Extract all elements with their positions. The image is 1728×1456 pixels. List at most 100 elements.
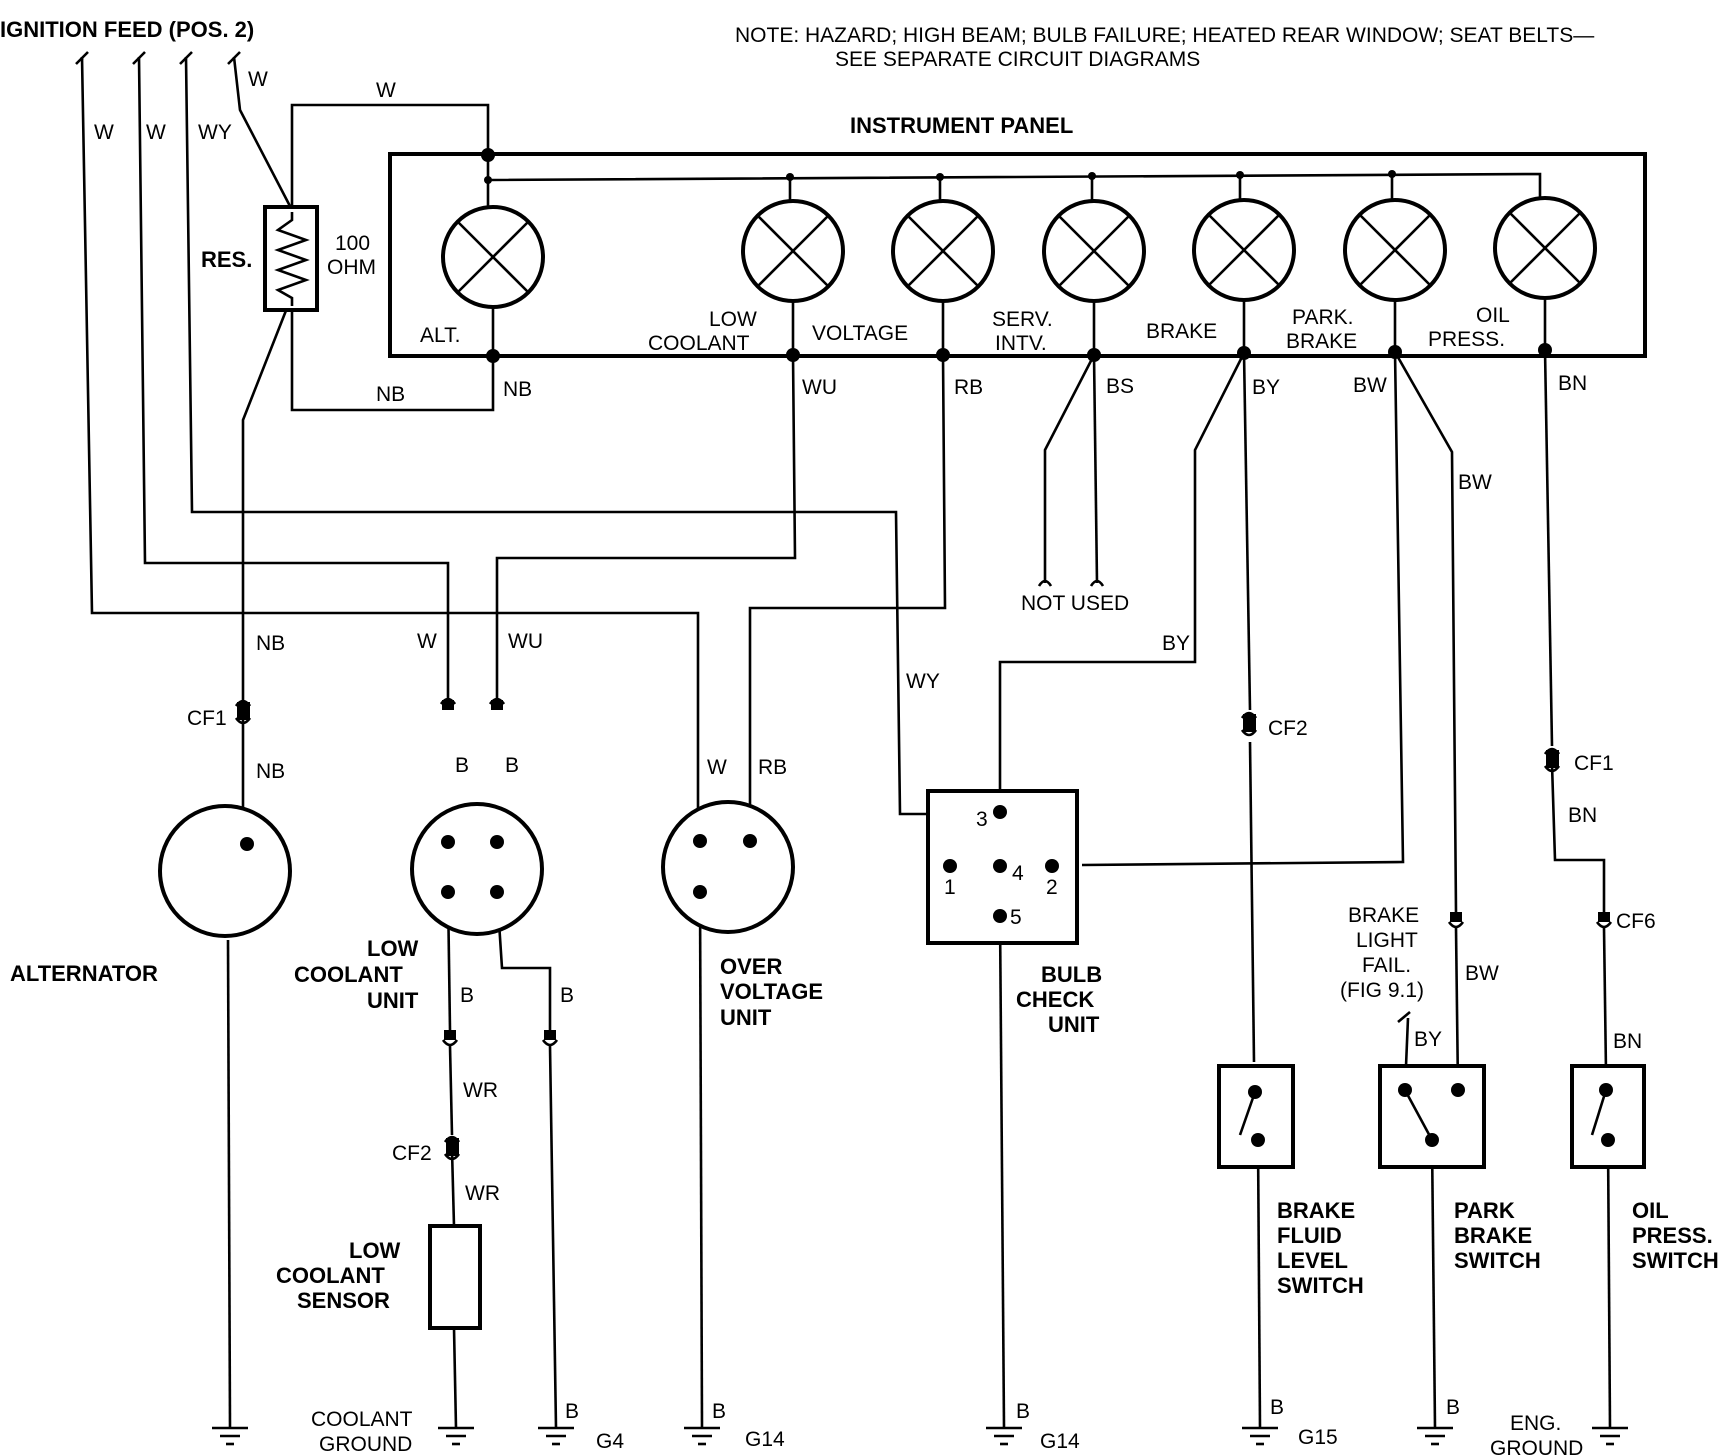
lamp-park-brake bbox=[1343, 198, 1447, 302]
wire-label-lcu-out-b: B bbox=[460, 984, 474, 1007]
lamp-label-serv-2: INTV. bbox=[995, 332, 1047, 355]
low-coolant-sensor-label-2: COOLANT bbox=[276, 1263, 385, 1288]
ground-b-g14a: B bbox=[712, 1400, 726, 1423]
park-brake-switch-label-2: BRAKE bbox=[1454, 1223, 1532, 1248]
bulb-check-pin-2: 2 bbox=[1046, 876, 1058, 899]
oil-press-switch-label-1: OIL bbox=[1632, 1198, 1669, 1223]
ground-label-g15: G15 bbox=[1298, 1426, 1338, 1449]
wire-label-park-bw: BW bbox=[1465, 962, 1499, 985]
feed-label-3: WY bbox=[198, 121, 232, 144]
note-line-2: SEE SEPARATE CIRCUIT DIAGRAMS bbox=[835, 48, 1200, 71]
brake-light-fail-2: LIGHT bbox=[1356, 929, 1418, 952]
bulb-check-unit-label-3: UNIT bbox=[1048, 1012, 1100, 1037]
ground-icon bbox=[212, 1426, 248, 1446]
eng-ground-label-1: ENG. bbox=[1510, 1412, 1561, 1435]
low-coolant-sensor bbox=[428, 1224, 482, 1330]
lamp-label-low-coolant-1: LOW bbox=[709, 308, 757, 331]
brake-fluid-switch-label-1: BRAKE bbox=[1277, 1198, 1355, 1223]
instrument-panel-label: INSTRUMENT PANEL bbox=[850, 113, 1073, 138]
connectors bbox=[234, 697, 1613, 1161]
note-line-1: NOTE: HAZARD; HIGH BEAM; BULB FAILURE; H… bbox=[735, 24, 1594, 47]
wire-label-alt-feed: NB bbox=[256, 632, 285, 655]
ground-icon bbox=[684, 1426, 720, 1446]
not-used-terminals bbox=[1037, 579, 1105, 587]
wire-label-ovu-rb: RB bbox=[758, 756, 787, 779]
lamp-alt bbox=[441, 205, 545, 309]
oil-press-switch-label-2: PRESS. bbox=[1632, 1223, 1713, 1248]
ground-label-g14a: G14 bbox=[745, 1428, 785, 1451]
alternator bbox=[158, 804, 292, 938]
resistor-label: RES. bbox=[201, 247, 252, 272]
instrument-panel-box bbox=[388, 152, 1647, 358]
lamp-brake bbox=[1192, 198, 1296, 302]
alternator-label: ALTERNATOR bbox=[10, 961, 158, 986]
ground-b-g15: B bbox=[1270, 1396, 1284, 1419]
ground-label-g4: G4 bbox=[596, 1430, 624, 1453]
diagram-title: IGNITION FEED (POS. 2) bbox=[0, 17, 254, 42]
over-voltage-unit-label-2: VOLTAGE bbox=[720, 979, 823, 1004]
over-voltage-unit-label-3: UNIT bbox=[720, 1005, 772, 1030]
ground-b-g14b: B bbox=[1016, 1400, 1030, 1423]
brake-light-fail-1: BRAKE bbox=[1348, 904, 1419, 927]
low-coolant-unit-label-3: UNIT bbox=[367, 988, 419, 1013]
low-coolant-unit-label-1: LOW bbox=[367, 936, 419, 961]
bulb-check-unit-label-1: BULB bbox=[1041, 962, 1102, 987]
wire-label-oil-switch-bn: BN bbox=[1613, 1030, 1642, 1053]
park-brake-switch-label-1: PARK bbox=[1454, 1198, 1515, 1223]
not-used-label: NOT USED bbox=[1021, 592, 1129, 615]
lamp-serv-intv bbox=[1042, 199, 1146, 303]
connector-cf1-left: CF1 bbox=[187, 707, 227, 730]
wire-label-serv-out: BS bbox=[1106, 375, 1134, 398]
panel-junctions bbox=[484, 170, 1552, 363]
coolant-ground-label-2: GROUND bbox=[319, 1433, 412, 1456]
bulb-check-pin-5: 5 bbox=[1010, 906, 1022, 929]
lamp-label-park-1: PARK. bbox=[1292, 306, 1353, 329]
wire-label-oil-bn: BN bbox=[1568, 804, 1597, 827]
low-coolant-unit-label-2: COOLANT bbox=[294, 962, 403, 987]
resistor bbox=[263, 205, 319, 312]
bulb-check-pin-3: 3 bbox=[976, 808, 988, 831]
ground-symbols bbox=[212, 1426, 1628, 1446]
lamp-label-park-2: BRAKE bbox=[1286, 330, 1357, 353]
ground-icon bbox=[1417, 1426, 1453, 1446]
lamp-voltage bbox=[891, 199, 995, 303]
ground-label-g14b: G14 bbox=[1040, 1430, 1080, 1453]
brake-fluid-switch-label-4: SWITCH bbox=[1277, 1273, 1364, 1298]
oil-press-switch-label-3: SWITCH bbox=[1632, 1248, 1719, 1273]
wire-label-alt-below: NB bbox=[256, 760, 285, 783]
connector-cf2-sensor: CF2 bbox=[392, 1142, 432, 1165]
ground-icon bbox=[438, 1426, 474, 1446]
bulb-check-unit bbox=[926, 789, 1079, 945]
lamp-label-serv-1: SERV. bbox=[992, 308, 1053, 331]
connector-cf2-right: CF2 bbox=[1268, 717, 1308, 740]
wire-label-park-branch: BW bbox=[1458, 471, 1492, 494]
wire-label-sensor-wr2: WR bbox=[465, 1182, 500, 1205]
brake-fluid-switch-label-2: FLUID bbox=[1277, 1223, 1342, 1248]
low-coolant-sensor-label-3: SENSOR bbox=[297, 1288, 390, 1313]
lamp-oil-press bbox=[1493, 196, 1597, 300]
lamp-label-low-coolant-2: COOLANT bbox=[648, 332, 750, 355]
low-coolant-unit bbox=[410, 802, 544, 936]
coolant-ground-label-1: COOLANT bbox=[311, 1408, 413, 1431]
over-voltage-unit bbox=[661, 800, 795, 934]
wire-label-low-coolant-out: WU bbox=[802, 376, 837, 399]
wire-label-res-bottom: NB bbox=[376, 383, 405, 406]
lamp-label-alt: ALT. bbox=[420, 324, 460, 347]
ground-icon bbox=[1242, 1426, 1278, 1446]
park-brake-switch-label-3: SWITCH bbox=[1454, 1248, 1541, 1273]
wire-label-voltage-out: RB bbox=[954, 376, 983, 399]
connector-cf1-right: CF1 bbox=[1574, 752, 1614, 775]
lamp-label-oil-1: OIL bbox=[1476, 304, 1510, 327]
wire-label-alt-out: NB bbox=[503, 378, 532, 401]
ignition-feed-taps bbox=[75, 51, 241, 65]
wire-label-lcu-w: W bbox=[417, 630, 437, 653]
wire-label-lcu-wu: WU bbox=[508, 630, 543, 653]
feed-label-2: W bbox=[146, 121, 166, 144]
bulb-check-unit-label-2: CHECK bbox=[1016, 987, 1094, 1012]
ground-b-g4: B bbox=[565, 1400, 579, 1423]
bulb-check-pin-1: 1 bbox=[944, 876, 956, 899]
wire-label-brake-light-by: BY bbox=[1414, 1028, 1442, 1051]
lamp-label-voltage: VOLTAGE bbox=[812, 322, 908, 345]
brake-fluid-level-switch bbox=[1217, 1064, 1295, 1169]
resistor-value-2: OHM bbox=[327, 256, 376, 279]
